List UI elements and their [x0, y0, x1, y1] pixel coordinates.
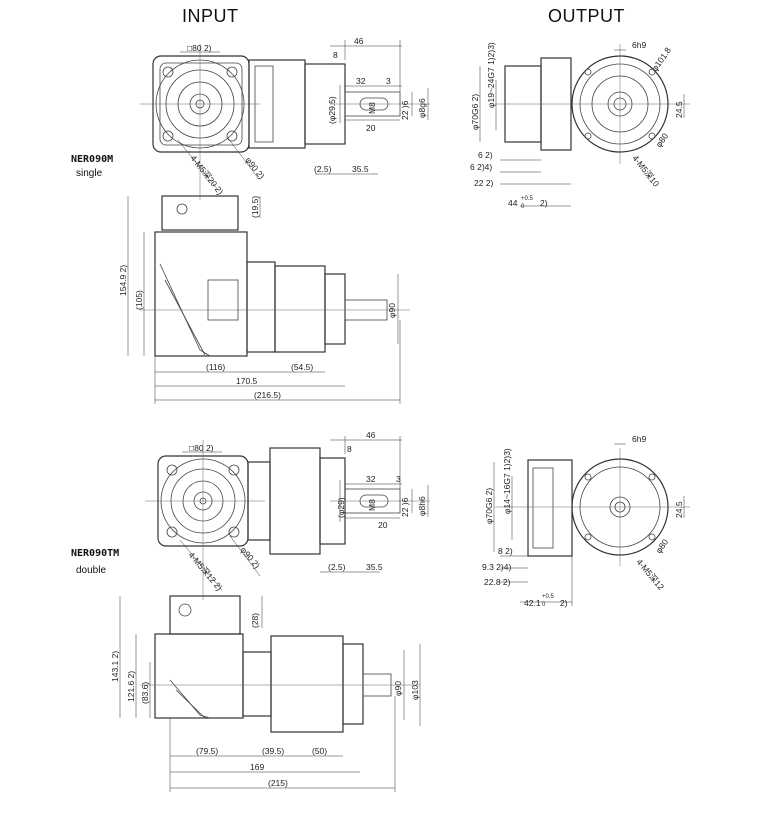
d-out-key: 6h9 [632, 434, 646, 444]
out-d70: φ70G6 2) [470, 94, 480, 130]
dim-170-5: 170.5 [236, 376, 258, 386]
d-dim-m8: M8 [367, 499, 377, 511]
dim-105: (105) [134, 290, 144, 310]
dim-d29: (φ29.5) [327, 96, 337, 124]
d-out-bolts: 4-M5深12 [634, 557, 666, 592]
dim-116: (116) [206, 362, 225, 372]
dim-54-5: (54.5) [291, 362, 313, 372]
dim-8: 8 [333, 50, 338, 60]
d-dim-121-6: 121.6 2) [126, 671, 136, 702]
out-key: 6h9 [632, 40, 646, 50]
out-44: 44 [508, 198, 518, 208]
dim-square: □80 2) [187, 43, 212, 53]
dim-20: 20 [366, 123, 376, 133]
dim-3: 3 [386, 76, 391, 86]
dim-key: 22 )6 [400, 100, 410, 120]
output-header: OUTPUT [548, 6, 625, 26]
model-code-double: NER090TM [71, 548, 120, 559]
d-out-9-3: 9.3 2)4) [482, 562, 511, 572]
d-dim-key: 22 )6 [400, 497, 410, 517]
out-pcd: φ80 [653, 131, 670, 149]
d-dim-79-5: (79.5) [196, 746, 218, 756]
out-bolts: 4-M5深10 [630, 153, 661, 189]
out-d101-8: φ101.8 [649, 45, 673, 73]
d-dim-2-5: (2.5) [328, 562, 346, 572]
dim-19-5: (19.5) [250, 196, 260, 218]
out-44-note: 2) [540, 198, 548, 208]
d-dim-83-6: (83.6) [140, 682, 150, 704]
input-header: INPUT [182, 6, 239, 26]
d-dim-35-5: 35.5 [366, 562, 383, 572]
model-type-single: single [76, 168, 103, 179]
dim-46: 46 [354, 36, 364, 46]
dim-154-9: 154.9 2) [118, 265, 128, 296]
d-dim-46: 46 [366, 430, 376, 440]
d-out-d14: φ14~16G7 1)2)3) [502, 448, 512, 514]
d-dim-d103: φ103 [410, 680, 420, 700]
double-input-top-view: □80 2) 46 8 32 3 20 (2.5) 35.5 (φ29) M8 … [145, 430, 430, 600]
dim-m8: M8 [367, 102, 377, 114]
d-dim-215: (215) [268, 778, 288, 788]
d-dim-143-1: 143.1 2) [110, 651, 120, 682]
dim-32: 32 [356, 76, 366, 86]
dim-2-5: (2.5) [314, 164, 332, 174]
d-out-22-8: 22.8 2) [484, 577, 511, 587]
d-dim-50: (50) [312, 746, 327, 756]
d-out-24-5: 24.5 [674, 501, 684, 518]
d-dim-pcd: φ90 2) [238, 545, 262, 571]
d-out-d70: φ70G6 2) [484, 488, 494, 524]
d-dim-3: 3 [396, 474, 401, 484]
d-dim-20: 20 [378, 520, 388, 530]
dim-shaft: φ8g6 [417, 98, 427, 118]
d-out-42-1: 42.1 [524, 598, 541, 608]
d-dim-d29: (φ29) [336, 497, 346, 518]
out-22: 22 2) [474, 178, 494, 188]
single-input-side-view: (19.5) 154.9 2) (105) φ90 (116) (54.5) 1… [118, 195, 410, 404]
single-output-view: 6h9 φ101.8 φ19~24G7 1)2)3) φ70G6 2) 24.5… [470, 40, 690, 210]
d-out-42-note: 2) [560, 598, 568, 608]
dim-216-5: (216.5) [254, 390, 281, 400]
double-output-view: 6h9 φ14~16G7 1)2)3) φ70G6 2) 24.5 φ80 4-… [482, 434, 690, 608]
model-type-double: double [76, 565, 107, 576]
out-6b: 6 2)4) [470, 162, 492, 172]
d-dim-32: 32 [366, 474, 376, 484]
d-out-42-tol-upper: +0.5 [542, 594, 555, 600]
single-input-top-view: □80 2) 46 8 32 3 20 (2.5) 35.5 (φ29.5) M… [140, 36, 430, 200]
double-input-side-view: (28) 143.1 2) 121.6 2) (83.6) φ90 φ103 (… [110, 595, 421, 792]
out-44-tol-lower: 0 [521, 204, 525, 210]
d-dim-square: □80 2) [189, 443, 214, 453]
dim-bolts: 4-M5深20 2) [188, 153, 225, 197]
d-out-8: 8 2) [498, 546, 513, 556]
model-code-single: NER090M [71, 154, 114, 165]
d-dim-d90: φ90 [393, 681, 403, 696]
d-dim-39-5: (39.5) [262, 746, 284, 756]
out-44-tol-upper: +0.5 [521, 196, 534, 202]
out-6: 6 2) [478, 150, 493, 160]
d-dim-shaft: φ8h6 [417, 496, 427, 516]
dim-d90: φ90 [387, 303, 397, 318]
dim-35-5: 35.5 [352, 164, 369, 174]
d-dim-28: (28) [250, 613, 260, 628]
d-dim-169: 169 [250, 762, 264, 772]
d-out-42-tol-lower: 0 [542, 602, 546, 608]
out-d19: φ19~24G7 1)2)3) [486, 42, 496, 108]
d-dim-8: 8 [347, 444, 352, 454]
out-24-5: 24.5 [674, 101, 684, 118]
d-dim-bolts: 4-M5深12 2) [186, 550, 224, 593]
dim-pcd: φ90 2) [243, 155, 266, 181]
